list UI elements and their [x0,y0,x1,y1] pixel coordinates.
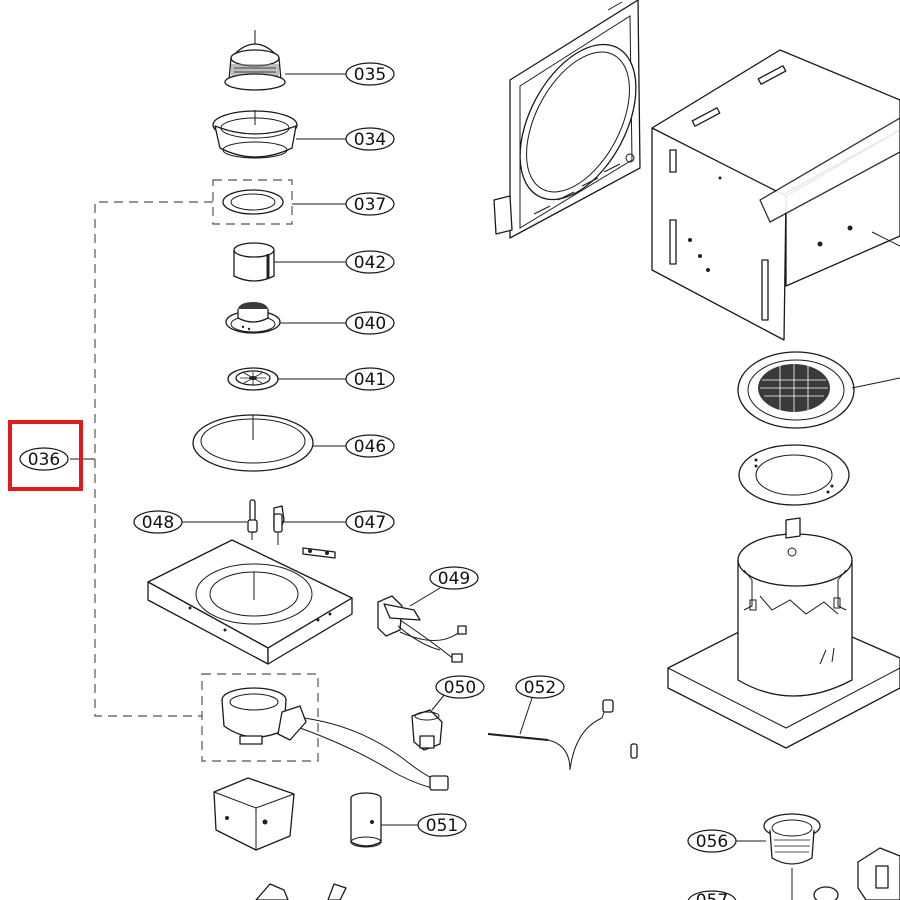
part-cabinet-box[interactable] [651,49,900,341]
part-035-mesh-cap[interactable] [224,30,347,91]
svg-text:057: 057 [696,891,728,900]
callout-037[interactable]: 037 [345,192,395,216]
callout-036-highlight [8,420,83,491]
callout-036[interactable]: 036 [8,420,83,491]
svg-text:042: 042 [354,253,386,273]
svg-text:037: 037 [354,195,386,215]
callout-057[interactable]: 057 [687,890,737,900]
part-050-connector[interactable] [411,693,446,751]
part-air-grille[interactable] [737,351,900,429]
svg-text:056: 056 [696,832,728,852]
svg-text:040: 040 [354,314,386,334]
callout-049[interactable]: 049 [429,566,479,590]
part-lower-mount-bracket[interactable] [213,777,295,851]
callout-041[interactable]: 041 [345,367,395,391]
callout-040[interactable]: 040 [345,311,395,335]
callout-056[interactable]: 056 [687,829,737,853]
svg-text:051: 051 [426,816,458,836]
svg-text:049: 049 [438,569,470,589]
callout-046[interactable]: 046 [345,434,395,458]
part-034-ring-adaptor[interactable] [212,110,347,159]
part-042-sleeve[interactable] [233,242,347,282]
callout-050[interactable]: 050 [435,675,485,699]
part-041-swirl-plate[interactable] [227,367,347,391]
svg-text:052: 052 [524,678,556,698]
part-burner-base-plate[interactable] [147,539,353,665]
part-052-sensor-probe[interactable] [487,697,638,771]
callout-048[interactable]: 048 [133,510,183,534]
part-049-wire-harness[interactable] [377,587,467,663]
callout-047[interactable]: 047 [345,510,395,534]
part-047-electrode[interactable] [273,505,347,559]
assembly-bracket-036 [70,179,319,762]
part-bottom-fragment[interactable] [255,883,347,900]
part-048-electrode[interactable] [181,499,258,540]
callout-034[interactable]: 034 [345,127,395,151]
svg-text:036: 036 [28,450,60,470]
part-flue-ring[interactable] [738,444,850,506]
svg-text:034: 034 [354,130,386,150]
part-037-gasket[interactable] [222,189,347,215]
svg-text:047: 047 [354,513,386,533]
svg-text:048: 048 [142,513,174,533]
callout-051[interactable]: 051 [417,813,467,837]
svg-text:046: 046 [354,437,386,457]
svg-text:041: 041 [354,370,386,390]
part-036-burner-housing[interactable] [221,687,449,791]
callout-042[interactable]: 042 [345,250,395,274]
part-fan-shroud-frame[interactable] [493,0,660,239]
part-046-ring-gasket[interactable] [192,414,347,472]
part-combustion-chamber[interactable] [667,517,900,749]
part-056-fitting[interactable] [736,813,821,900]
svg-text:035: 035 [354,65,386,85]
part-051-tube[interactable] [350,792,418,848]
callout-035[interactable]: 035 [345,62,395,86]
svg-text:050: 050 [444,678,476,698]
callout-052[interactable]: 052 [515,675,565,699]
part-gas-valve[interactable] [813,847,900,900]
part-040-burner-head[interactable] [225,302,347,334]
